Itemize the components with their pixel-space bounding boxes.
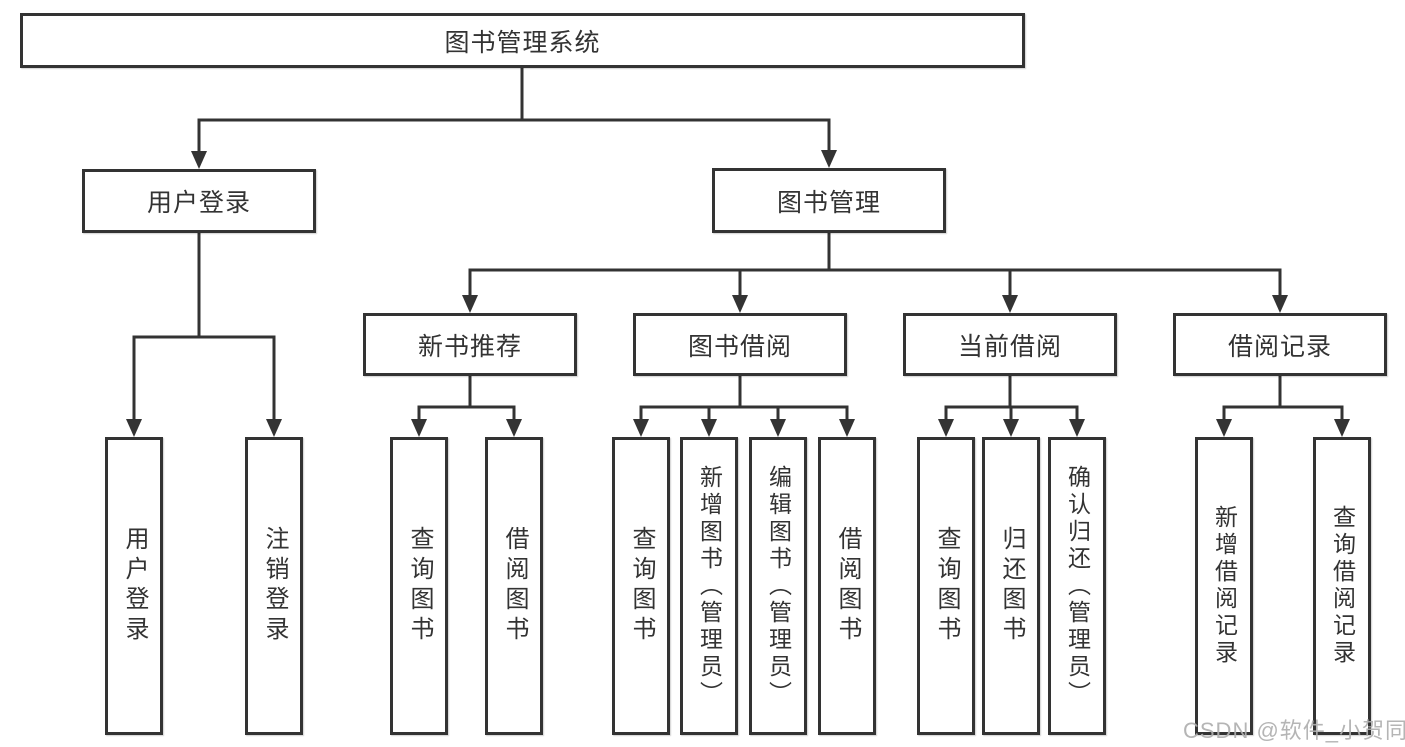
leaf-add-borrow-record: 新增借阅记录 xyxy=(1195,437,1253,735)
node-book-management-label: 图书管理 xyxy=(776,188,881,217)
node-book-management: 图书管理 xyxy=(712,168,946,233)
node-new-book-recommend: 新书推荐 xyxy=(363,313,577,376)
node-root-system: 图书管理系统 xyxy=(20,13,1025,68)
leaf-logout-label: 注销登录 xyxy=(261,526,288,646)
leaf-query-books-current-label: 查询图书 xyxy=(933,526,960,646)
node-current-borrow-label: 当前借阅 xyxy=(957,332,1062,361)
leaf-query-borrow-record: 查询借阅记录 xyxy=(1313,437,1371,735)
node-current-borrow: 当前借阅 xyxy=(903,313,1117,376)
leaf-add-borrow-record-label: 新增借阅记录 xyxy=(1211,505,1238,667)
leaf-user-login-label: 用户登录 xyxy=(121,526,148,646)
leaf-borrow-books-recommend: 借阅图书 xyxy=(485,437,543,735)
leaf-query-books-recommend: 查询图书 xyxy=(390,437,448,735)
leaf-query-books-borrow: 查询图书 xyxy=(612,437,670,735)
leaf-confirm-return-admin: 确认归还（管理员） xyxy=(1048,437,1106,735)
leaf-borrow-books-recommend-label: 借阅图书 xyxy=(501,526,528,646)
leaf-add-books-admin-label: 新增图书（管理员） xyxy=(696,464,723,708)
leaf-logout: 注销登录 xyxy=(245,437,303,735)
leaf-return-books: 归还图书 xyxy=(982,437,1040,735)
arrowhead-icons xyxy=(126,150,1350,437)
leaf-query-borrow-record-label: 查询借阅记录 xyxy=(1329,505,1356,667)
leaf-user-login: 用户登录 xyxy=(105,437,163,735)
csdn-watermark: CSDN @软件_小贺同学 xyxy=(1183,718,1405,743)
node-book-borrow-label: 图书借阅 xyxy=(687,332,792,361)
leaf-borrow-books-label: 借阅图书 xyxy=(834,526,861,646)
leaf-query-books-current: 查询图书 xyxy=(917,437,975,735)
leaf-return-books-label: 归还图书 xyxy=(998,526,1025,646)
node-book-borrow: 图书借阅 xyxy=(633,313,847,376)
leaf-query-books-recommend-label: 查询图书 xyxy=(406,526,433,646)
leaf-edit-books-admin: 编辑图书（管理员） xyxy=(749,437,807,735)
leaf-edit-books-admin-label: 编辑图书（管理员） xyxy=(765,464,792,708)
node-user-login: 用户登录 xyxy=(82,169,316,233)
node-user-login-label: 用户登录 xyxy=(146,189,251,217)
node-borrow-records: 借阅记录 xyxy=(1173,313,1387,376)
leaf-query-books-borrow-label: 查询图书 xyxy=(628,526,655,646)
leaf-confirm-return-admin-label: 确认归还（管理员） xyxy=(1064,464,1091,708)
leaf-add-books-admin: 新增图书（管理员） xyxy=(680,437,738,735)
leaf-borrow-books: 借阅图书 xyxy=(818,437,876,735)
node-new-book-recommend-label: 新书推荐 xyxy=(417,332,522,361)
node-borrow-records-label: 借阅记录 xyxy=(1227,332,1332,361)
node-root-system-label: 图书管理系统 xyxy=(444,28,601,57)
